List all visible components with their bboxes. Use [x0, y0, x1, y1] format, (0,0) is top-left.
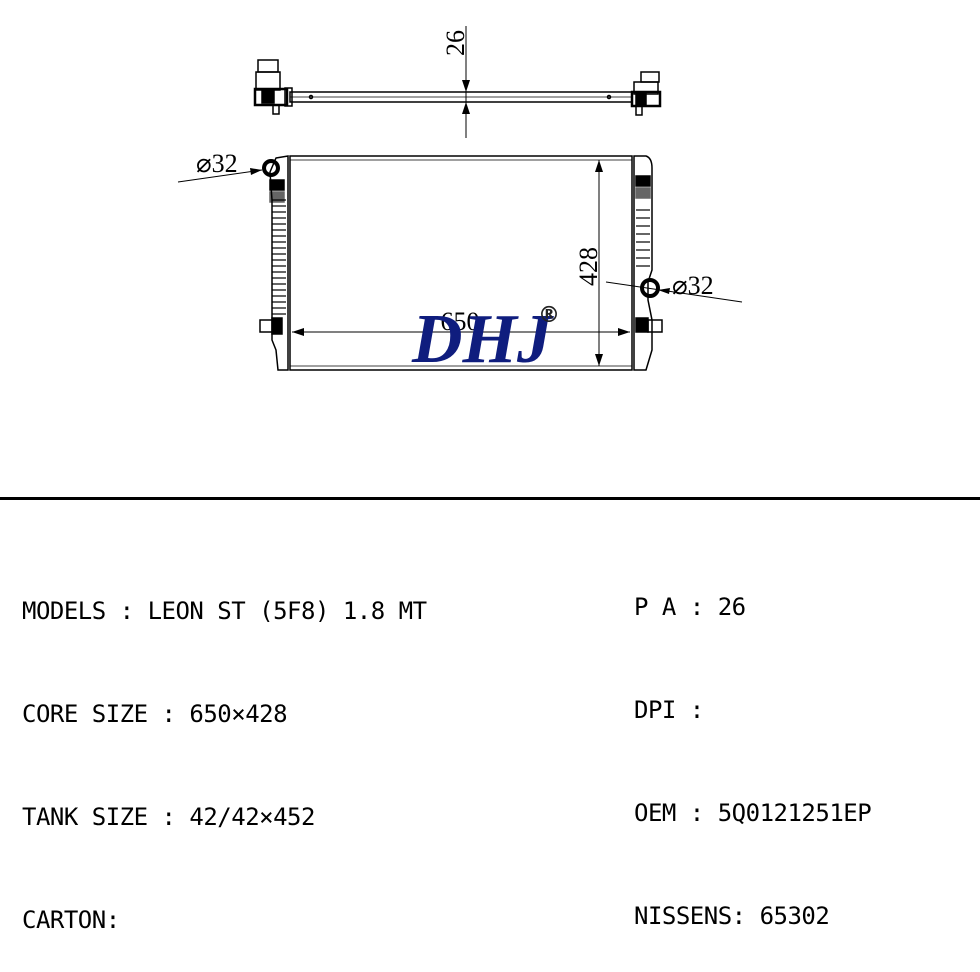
spec-oem: OEM : 5Q0121251EP: [634, 799, 872, 827]
inlet-diameter-callout: ⌀32: [177, 149, 263, 183]
dhj-logo: DHJ ®: [411, 301, 560, 378]
width-dimension: 650: [292, 307, 630, 336]
spec-core-size: CORE SIZE : 650×428: [22, 700, 288, 728]
logo-text: DHJ: [411, 301, 554, 378]
spec-label: OEM: [634, 799, 676, 827]
height-dimension: 428: [574, 160, 603, 366]
thickness-dimension: 26: [441, 26, 470, 138]
thickness-label: 26: [441, 30, 470, 56]
spec-carton: CARTON:: [22, 906, 120, 934]
top-view: [253, 59, 662, 116]
spec-tank-size: TANK SIZE : 42/42×452: [22, 803, 315, 831]
spec-label: CARTON: [22, 906, 106, 934]
spec-label: P A: [634, 593, 676, 621]
width-label: 650: [441, 307, 480, 336]
spec-value: LEON ST (5F8) 1.8 MT: [147, 597, 427, 625]
inlet-diameter-label: ⌀32: [196, 149, 238, 178]
spec-value: 650×428: [189, 700, 288, 728]
spec-label: DPI: [634, 696, 676, 724]
spec-list-right: P A : 26 DPI : OEM : 5Q0121251EP NISSENS…: [634, 522, 872, 968]
spec-value: 5Q0121251EP: [717, 799, 872, 827]
outlet-diameter-label: ⌀32: [672, 271, 714, 300]
spec-list-left: MODELS : LEON ST (5F8) 1.8 MT CORE SIZE …: [22, 526, 427, 972]
spec-pa: P A : 26: [634, 593, 746, 621]
radiator-technical-drawing: 26: [177, 26, 743, 378]
spec-label: TANK SIZE: [22, 803, 148, 831]
outlet-diameter-callout: ⌀32: [605, 271, 743, 303]
front-view: [259, 155, 663, 371]
registered-mark: ®: [538, 303, 560, 328]
spec-dpi: DPI :: [634, 696, 704, 724]
spec-value: 65302: [759, 902, 830, 930]
spec-label: MODELS: [22, 597, 106, 625]
spec-value: 26: [717, 593, 746, 621]
spec-value: 42/42×452: [189, 803, 315, 831]
section-divider: [0, 497, 980, 500]
spec-label: CORE SIZE: [22, 700, 148, 728]
height-label: 428: [574, 247, 603, 286]
spec-models: MODELS : LEON ST (5F8) 1.8 MT: [22, 597, 427, 625]
spec-label: NISSENS: [634, 902, 732, 930]
spec-nissens: NISSENS: 65302: [634, 902, 830, 930]
